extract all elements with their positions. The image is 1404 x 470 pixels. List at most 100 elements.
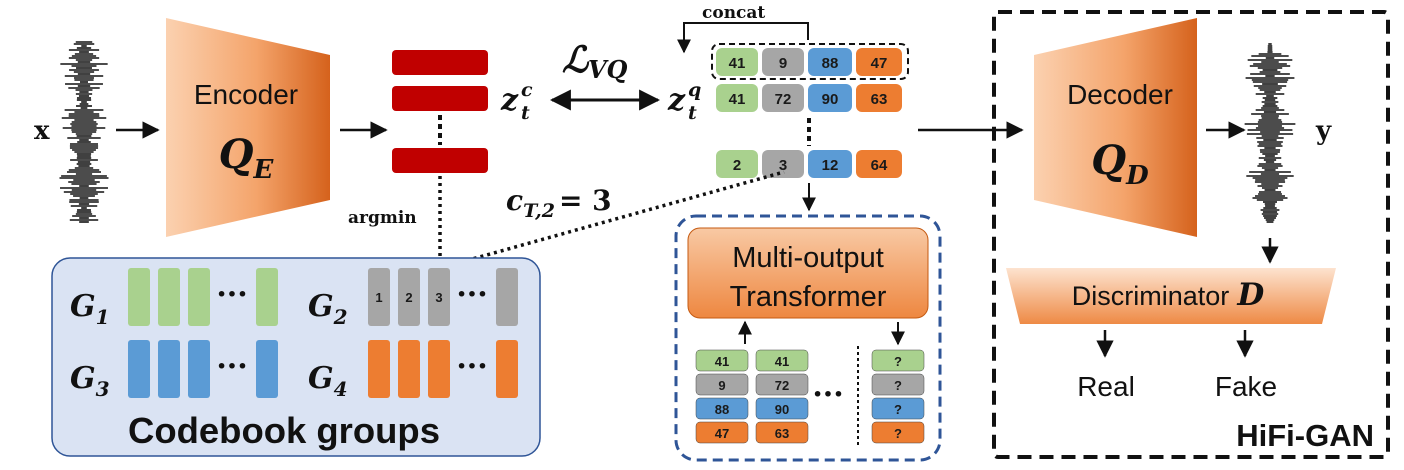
token-cell — [716, 48, 758, 76]
transformer-token-cell — [871, 373, 925, 396]
zq-label: z — [667, 83, 686, 118]
transformer-token-value: 88 — [715, 402, 729, 417]
transformer-token-value: 63 — [775, 426, 789, 441]
zc-label: z — [500, 83, 519, 118]
token-value: 47 — [871, 55, 888, 72]
transformer-line2: Transformer — [730, 281, 887, 313]
output-y-label: y — [1315, 116, 1332, 146]
transformer-block — [687, 227, 929, 319]
output-waveform-icon — [1244, 43, 1296, 223]
argmin-label: argmin — [348, 208, 417, 228]
transformer-token-value: 72 — [775, 378, 789, 393]
latent-bar — [392, 148, 488, 173]
codeword-bar — [368, 268, 390, 326]
zc-sup: c — [521, 79, 533, 101]
codeword-bar — [368, 340, 390, 398]
transformer-col-ellipsis: ··· — [812, 377, 843, 412]
codebook-group-label: G4 — [308, 361, 348, 401]
codeword-bar — [428, 268, 450, 326]
zq-sub: t — [688, 102, 697, 124]
loss-label: ℒVQ — [562, 39, 628, 84]
transformer-token-cell — [755, 373, 809, 396]
input-x-label: x — [34, 116, 50, 146]
codeword-bar — [496, 340, 518, 398]
transformer-token-value: 90 — [775, 402, 789, 417]
token-cell — [716, 84, 758, 112]
transformer-token-cell — [755, 421, 809, 444]
codeword-index-label: cT,2= 3 — [506, 184, 612, 222]
transformer-token-cell — [695, 421, 749, 444]
codeword-bar — [496, 268, 518, 326]
decoder-title: Decoder — [1067, 79, 1173, 110]
transformer-token-cell — [755, 397, 809, 420]
codeword-bar — [256, 268, 278, 326]
codebook-ellipsis: ··· — [456, 277, 487, 312]
codeword-bar — [128, 340, 150, 398]
token-value: 72 — [775, 91, 792, 108]
transformer-token-value: ? — [894, 402, 902, 417]
codeword-bar — [398, 268, 420, 326]
token-value: 64 — [871, 157, 888, 174]
codebook-group-label: G1 — [70, 289, 110, 329]
transformer-token-cell — [871, 397, 925, 420]
codebook-title: Codebook groups — [128, 410, 440, 451]
decoder-symbol: QD — [1091, 137, 1149, 191]
codeword-bar — [398, 340, 420, 398]
codeword-bar — [158, 340, 180, 398]
token-value: 41 — [729, 55, 746, 72]
concat-arrow — [677, 22, 809, 54]
codeword-bar — [128, 268, 150, 326]
latent-bar — [392, 86, 488, 111]
token-cell — [856, 48, 902, 76]
token-value: 90 — [822, 91, 839, 108]
token-cell — [808, 150, 852, 178]
token-value: 9 — [779, 55, 787, 72]
transformer-token-cell — [695, 373, 749, 396]
concat-label: concat — [702, 3, 765, 23]
codeword-index: 1 — [375, 290, 382, 305]
encoder-title: Encoder — [194, 79, 298, 110]
codeword-index: 2 — [405, 290, 412, 305]
transformer-line1: Multi-output — [732, 242, 884, 274]
codeword-bar — [428, 340, 450, 398]
fake-label: Fake — [1215, 371, 1277, 402]
transformer-token-value: 41 — [715, 354, 729, 369]
codebook-group-label: G3 — [70, 361, 110, 401]
transformer-dashed-panel — [674, 214, 942, 462]
transformer-token-value: 47 — [715, 426, 729, 441]
token-cell — [762, 48, 804, 76]
codebook-ellipsis: ··· — [456, 349, 487, 384]
transformer-token-cell — [695, 397, 749, 420]
token-value: 41 — [729, 91, 746, 108]
codeword-bar — [188, 268, 210, 326]
token-cell — [808, 48, 852, 76]
token-value: 63 — [871, 91, 888, 108]
transformer-token-cell — [871, 421, 925, 444]
encoder-symbol: QE — [219, 131, 275, 185]
discriminator-block — [1006, 268, 1336, 324]
token-cell — [808, 84, 852, 112]
codeword-bar — [188, 340, 210, 398]
transformer-token-cell — [755, 349, 809, 372]
token-value: 12 — [822, 157, 839, 174]
codeword-bar — [158, 268, 180, 326]
codebook-ellipsis: ··· — [216, 349, 247, 384]
token-cell — [716, 150, 758, 178]
zc-sub: t — [521, 102, 530, 124]
concat-dashed-box — [711, 43, 909, 80]
token-cell — [856, 84, 902, 112]
token-cell — [762, 150, 804, 178]
input-waveform-icon — [59, 41, 109, 223]
latent-bar — [392, 50, 488, 75]
token-value: 3 — [779, 157, 787, 174]
transformer-token-value: ? — [894, 426, 902, 441]
transformer-token-value: ? — [894, 378, 902, 393]
transformer-token-value: 9 — [718, 378, 725, 393]
latent-vectors — [392, 50, 488, 173]
transformer-token-value: 41 — [775, 354, 789, 369]
